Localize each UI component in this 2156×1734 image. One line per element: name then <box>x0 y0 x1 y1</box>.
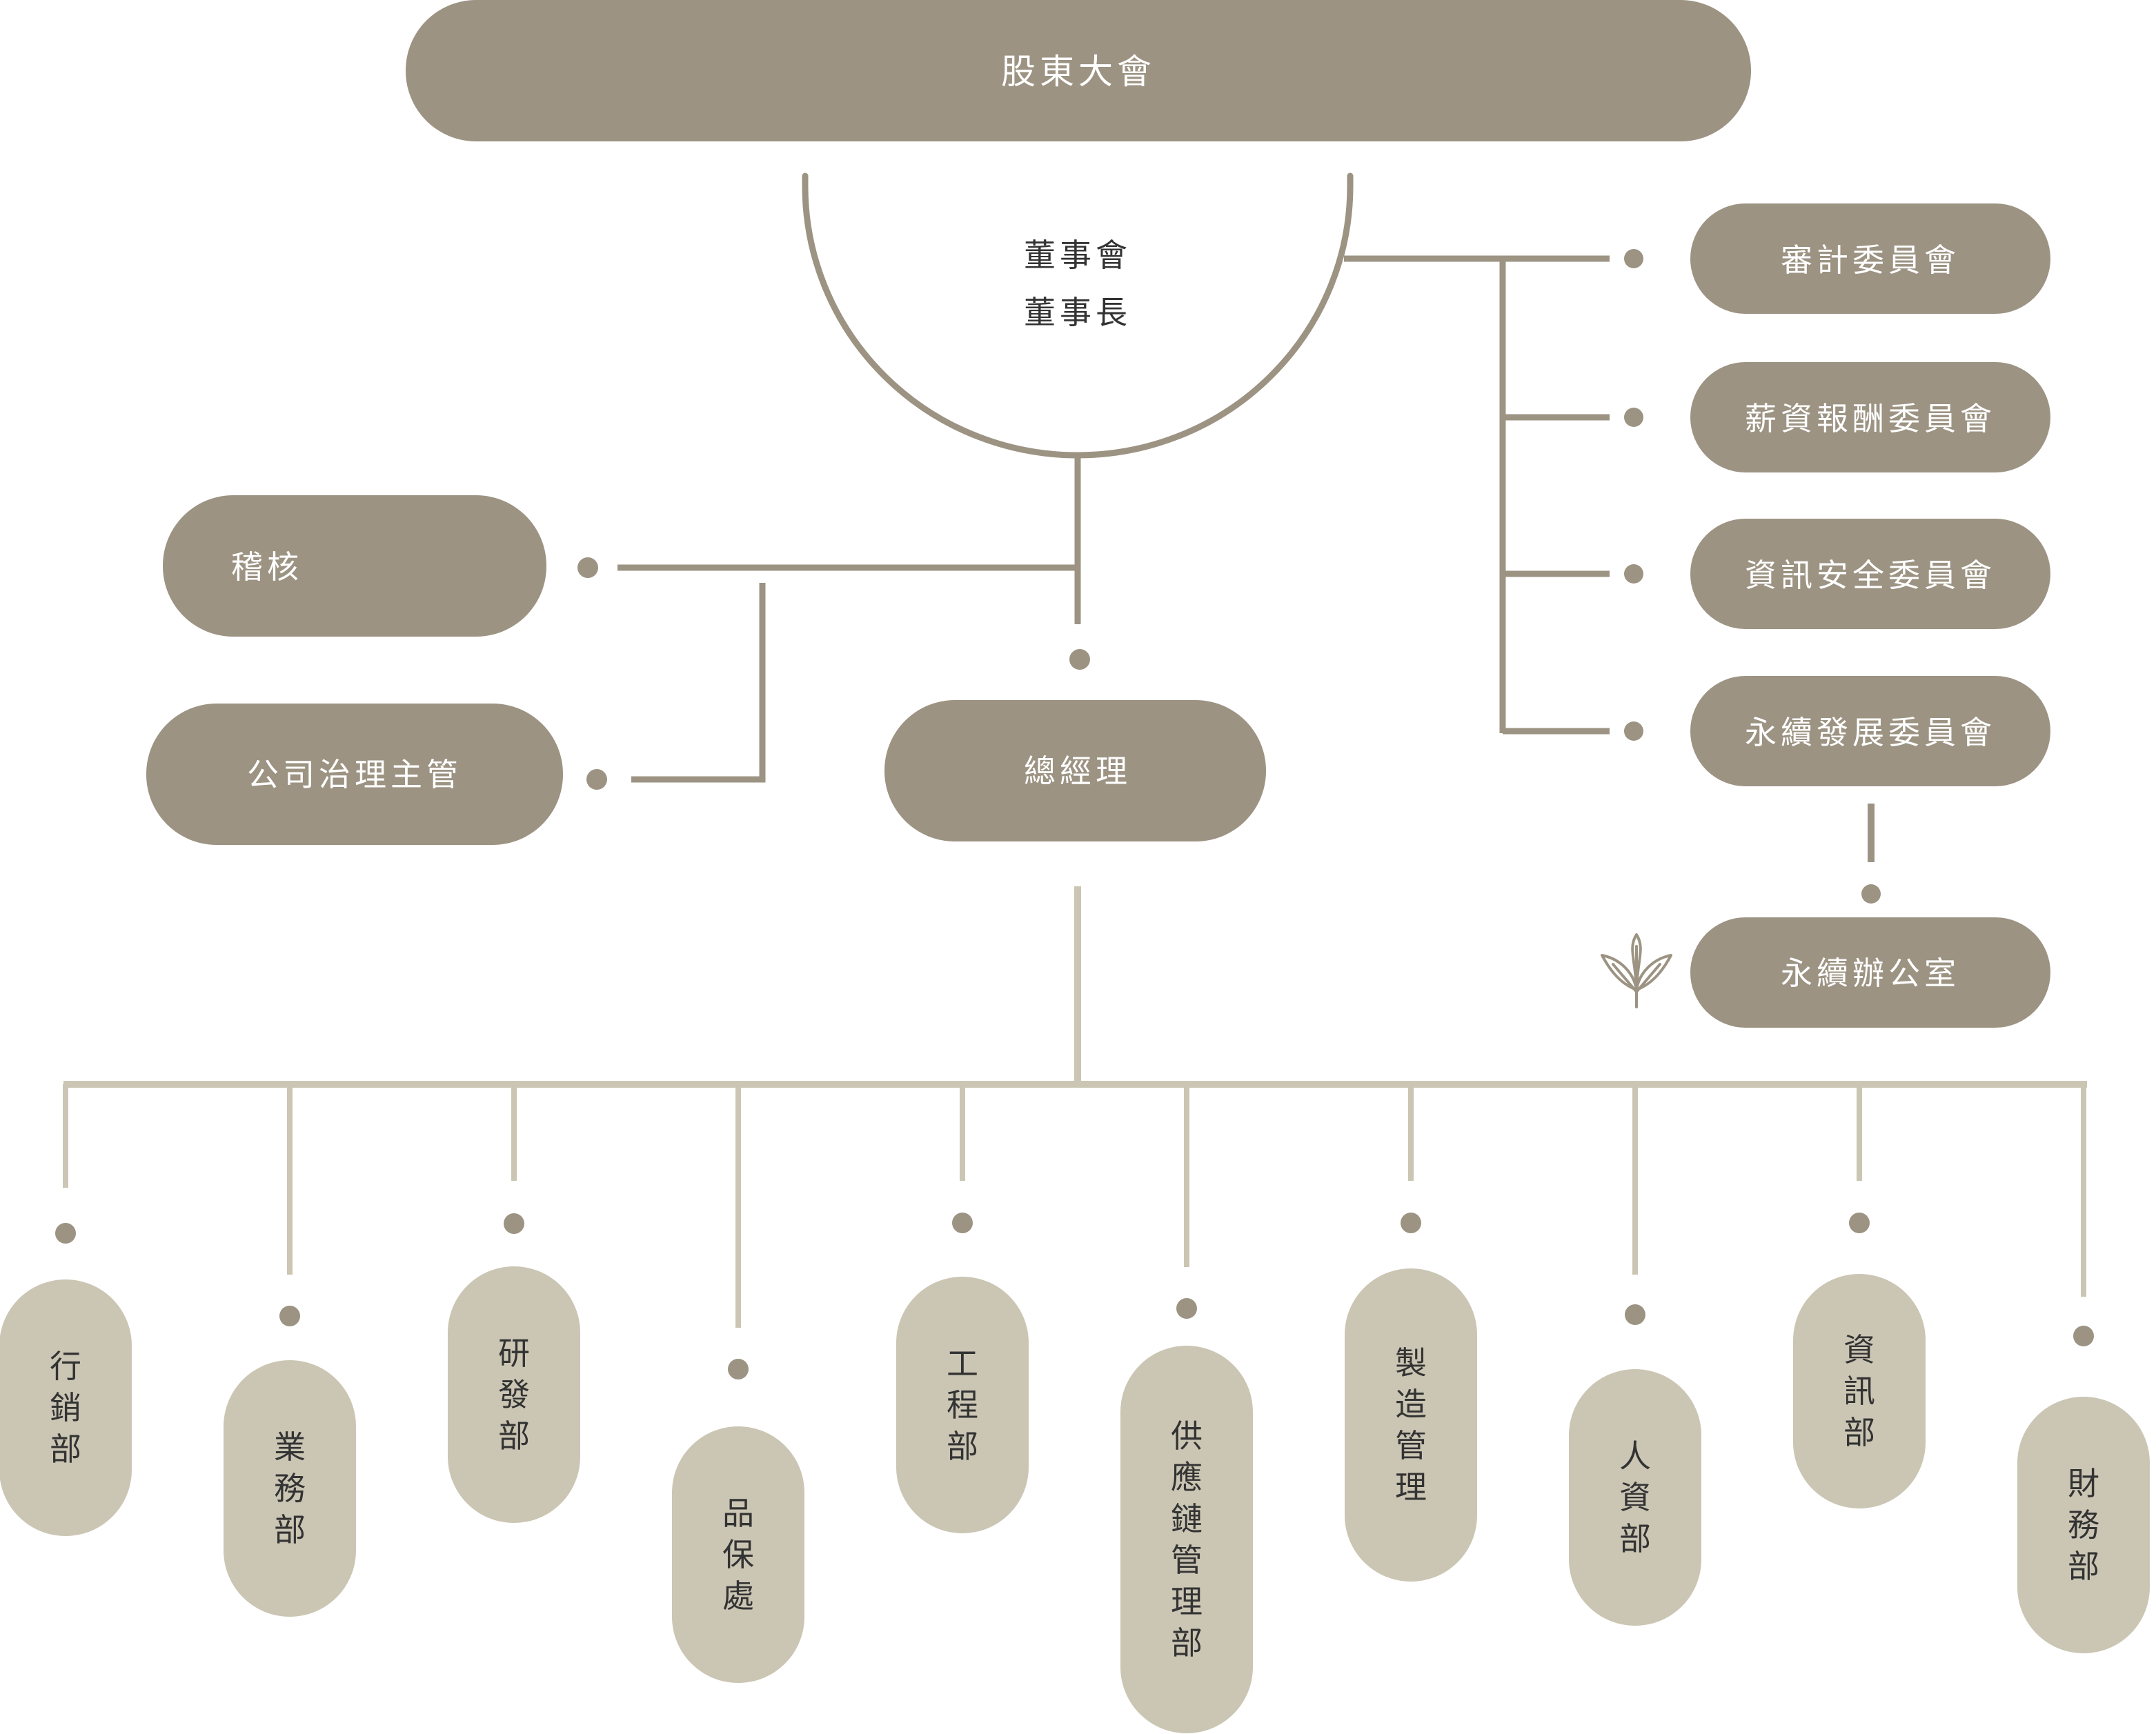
committee-box <box>1690 203 2050 314</box>
committee-dot <box>1624 249 1643 268</box>
dept-dot <box>1849 1213 1870 1233</box>
audit-label: 稽核 <box>231 548 303 586</box>
governance-line <box>631 583 766 783</box>
dept-box <box>672 1426 804 1683</box>
committee-label: 永續發展委員會 <box>1745 714 1996 751</box>
dept-box <box>448 1266 580 1523</box>
committee-box <box>1690 676 2050 786</box>
dept-box <box>1345 1268 1477 1582</box>
committee-label: 審計委員會 <box>1781 241 1960 279</box>
gm-box <box>884 700 1266 841</box>
dept-box <box>0 1279 132 1536</box>
audit-box <box>163 495 546 637</box>
dept-dot <box>504 1213 524 1234</box>
dept-box <box>1793 1274 1926 1508</box>
dept-label: 製造管理 <box>1395 1344 1427 1506</box>
shareholders-box <box>406 0 1751 141</box>
dept-dot <box>1401 1213 1421 1233</box>
dept-dot <box>55 1223 76 1244</box>
dept-label: 品保處 <box>722 1495 754 1615</box>
gm-dot <box>1069 649 1090 670</box>
committee-dot <box>1624 721 1643 741</box>
dept-dot <box>1176 1298 1197 1319</box>
dept-box <box>2017 1397 2150 1653</box>
leaf-icon <box>1601 933 1672 1008</box>
dept-label: 資訊部 <box>1843 1331 1875 1451</box>
board-label: 董事會 <box>1024 237 1131 274</box>
dept-box <box>1569 1369 1701 1626</box>
committee-label: 資訊安全委員會 <box>1745 557 1996 594</box>
departments-group: 行銷部業務部 研發部品保處 工程部供應鏈管理部 製造管理人資部 資訊部財務部 <box>0 1084 2150 1733</box>
dept-box <box>1120 1346 1253 1733</box>
dept-label: 業務部 <box>274 1428 306 1548</box>
dept-label: 研發部 <box>498 1335 530 1455</box>
audit-dot <box>577 557 598 578</box>
governance-box <box>146 704 563 845</box>
committee-dot <box>1624 408 1643 427</box>
gm-label: 總經理 <box>1024 753 1131 790</box>
dept-dot <box>952 1213 973 1233</box>
committee-label: 薪資報酬委員會 <box>1745 400 1996 437</box>
dept-dot <box>728 1359 749 1379</box>
dept-label: 財務部 <box>2068 1465 2099 1585</box>
sustain-dot <box>1861 884 1881 904</box>
dept-label: 工程部 <box>947 1345 978 1465</box>
dept-dot <box>2073 1326 2094 1346</box>
shareholders-label: 股東大會 <box>1001 52 1156 92</box>
dept-label: 人資部 <box>1619 1437 1651 1557</box>
sustainability-office-label: 永續辦公室 <box>1781 955 1960 992</box>
chairman-label: 董事長 <box>1024 294 1131 331</box>
committee-box <box>1690 519 2050 629</box>
sustainability-office-box <box>1690 917 2050 1028</box>
dept-label: 供應鏈管理部 <box>1171 1417 1203 1662</box>
governance-dot <box>586 769 607 790</box>
dept-label: 行銷部 <box>50 1348 81 1468</box>
committee-box <box>1690 362 2050 472</box>
dept-dot <box>279 1306 300 1326</box>
board-arc <box>802 172 1354 459</box>
governance-label: 公司治理主管 <box>247 756 462 793</box>
committee-dot <box>1624 564 1643 584</box>
dept-box <box>224 1360 356 1617</box>
dept-box <box>896 1277 1029 1533</box>
dept-dot <box>1625 1304 1645 1325</box>
